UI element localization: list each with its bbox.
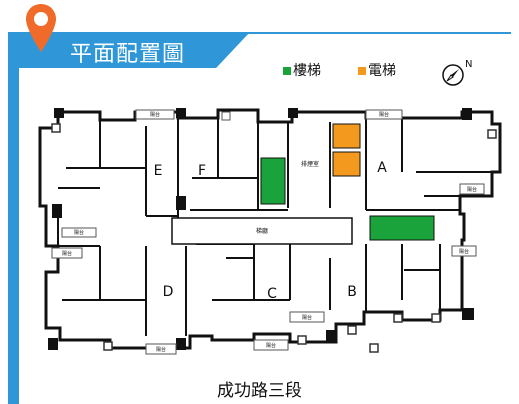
frame-left-border (8, 32, 19, 404)
corridor-label: 梯廳 (256, 227, 268, 235)
outer-walls (38, 108, 502, 350)
unit-label-a: A (377, 160, 387, 176)
unit-label-e: E (154, 163, 163, 179)
elevator-swatch (358, 67, 366, 75)
frame-top-border (8, 32, 511, 34)
balcony-label: 陽台 (62, 250, 72, 257)
page-title: 平面配置圖 (70, 42, 186, 67)
elevator-1 (332, 123, 361, 149)
legend-stairs-label: 樓梯 (293, 63, 321, 79)
elevator-2 (332, 151, 361, 177)
balcony-label: 陽台 (302, 314, 312, 321)
balcony-label: 陽台 (467, 186, 477, 193)
balconies (51, 109, 485, 355)
balcony-label: 陽台 (156, 346, 166, 353)
stairs-west (260, 157, 286, 205)
legend-elevator: 電梯 (358, 60, 396, 80)
balcony-label: 陽台 (459, 248, 469, 255)
compass-label: N (465, 59, 472, 70)
stairs-swatch (283, 67, 291, 75)
smoke-room-label: 排煙室 (301, 160, 319, 168)
window-marks (51, 123, 497, 353)
unit-label-b: B (347, 284, 357, 300)
legend-elevator-label: 電梯 (368, 63, 396, 79)
road-name: 成功路三段 (217, 381, 302, 401)
legend-stairs: 樓梯 (283, 60, 321, 80)
location-pin-icon (26, 4, 56, 52)
interior-walls (57, 118, 492, 336)
structural-columns (48, 108, 474, 350)
balcony-label: 陽台 (74, 229, 84, 236)
north-compass-icon: N (442, 59, 472, 86)
unit-label-c: C (267, 286, 277, 302)
balcony-label: 陽台 (266, 342, 276, 349)
corridor (171, 217, 353, 245)
balcony-label: 陽台 (150, 111, 160, 118)
stairs-east (369, 215, 435, 241)
balcony-label: 陽台 (379, 111, 389, 118)
unit-label-f: F (198, 163, 206, 179)
unit-label-d: D (163, 284, 174, 300)
